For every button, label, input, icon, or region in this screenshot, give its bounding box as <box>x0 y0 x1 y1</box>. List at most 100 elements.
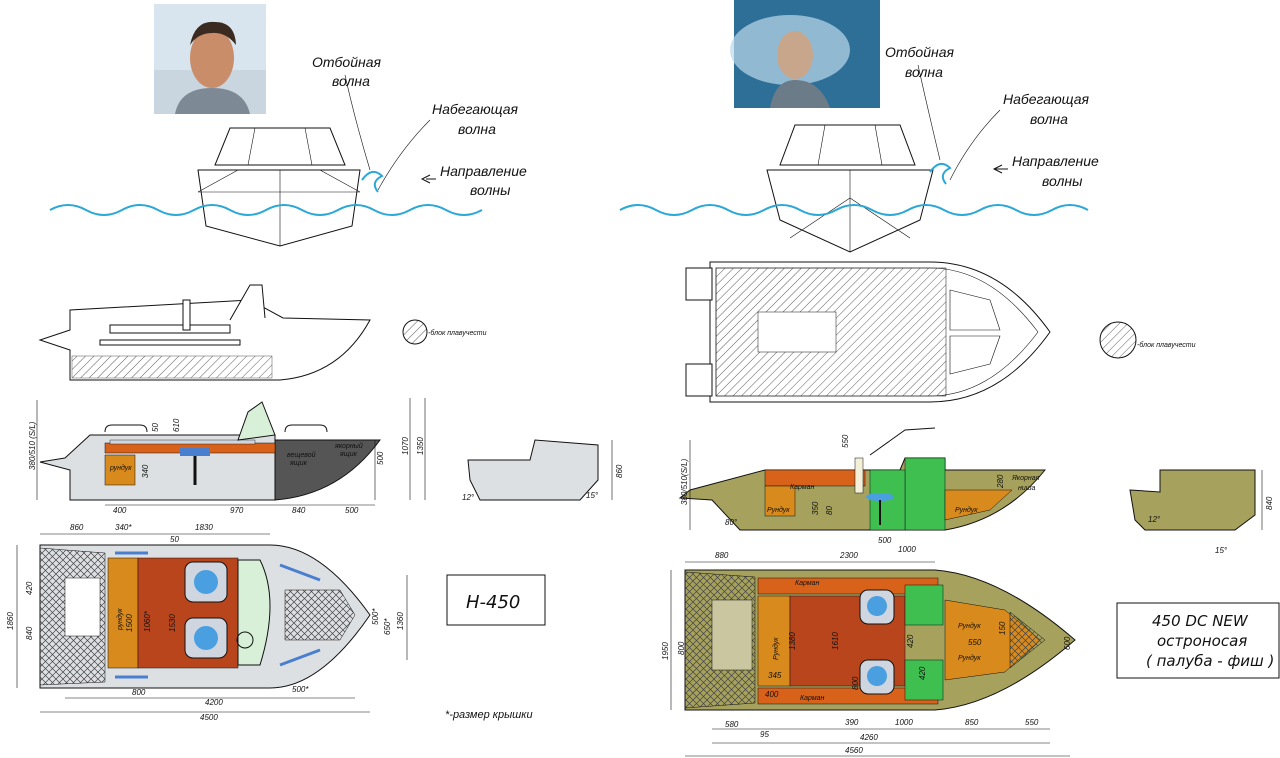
right-plan-dim-850: 850 <box>965 718 979 727</box>
right-plan-dim-345: 345 <box>768 671 782 680</box>
dim-610: 610 <box>172 418 181 432</box>
plan-dim-800: 800 <box>132 688 146 697</box>
right-plan-dim-580: 580 <box>725 720 739 729</box>
incoming-wave-label-2: волна <box>458 121 496 137</box>
right-plan-dim-1610: 1610 <box>831 632 840 650</box>
dim-400: 400 <box>113 506 127 515</box>
right-incoming-label-1: Набегающая <box>1003 91 1089 107</box>
right-plan-dim-420: 420 <box>906 634 915 648</box>
right-boat-section: Отбойная волна Набегающая волна Направле… <box>619 0 1280 757</box>
vesh-box-label-1: вещевой <box>287 451 316 459</box>
right-dim-380-510: 380/510(S/L) <box>680 458 689 505</box>
right-direction-label-1: Направление <box>1012 153 1099 169</box>
side-rundyk-left-label: Рундук <box>767 506 790 514</box>
right-dim-500: 500 <box>878 536 892 545</box>
dim-500: 500 <box>345 506 359 515</box>
direction-label-1: Направление <box>440 163 527 179</box>
plan-dim-1060: 1060* <box>143 610 152 632</box>
front-view-boat-450dc <box>766 124 934 253</box>
plan-dim-1500: 1500 <box>125 614 134 632</box>
rebound-wave-label-1: Отбойная <box>312 54 381 70</box>
right-plan-dim-800: 800 <box>677 641 686 655</box>
right-incoming-label-2: волна <box>1030 111 1068 127</box>
right-plan-dim-400: 400 <box>765 690 779 699</box>
rebound-wave-label-2: волна <box>332 73 370 89</box>
bow-rundyk-2: Рундук <box>958 654 981 662</box>
right-plan-dim-420b: 420 <box>918 666 927 680</box>
rebound-leader-line <box>344 74 371 171</box>
right-plan-dim-1000: 1000 <box>895 718 913 727</box>
side-karman-label: Карман <box>790 484 815 491</box>
front-section-450dc <box>1129 469 1263 531</box>
side-section-h450 <box>39 401 381 501</box>
plan-dim-50: 50 <box>170 535 179 544</box>
front-dim-12deg: 12° <box>462 493 475 502</box>
plan-dim-1360: 1360 <box>396 612 405 630</box>
right-dim-550: 550 <box>841 434 850 448</box>
right-plan-dim-390: 390 <box>845 718 859 727</box>
right-plan-dim-95: 95 <box>760 730 769 739</box>
plan-view-450dc <box>684 569 1076 711</box>
plan-dim-500-right: 500* <box>371 608 380 625</box>
model-name-h450: Н-450 <box>466 592 520 613</box>
splash-wave-right <box>929 162 952 185</box>
left-boat-section: Отбойная волна Набегающая волна Направле… <box>6 4 624 722</box>
splash-wave-left <box>361 170 384 193</box>
right-dim-1000: 1000 <box>898 545 916 554</box>
splashed-face-photo <box>730 0 880 108</box>
right-plan-dim-4260: 4260 <box>860 733 878 742</box>
plan-dim-4500: 4500 <box>200 713 218 722</box>
plan-dim-4200: 4200 <box>205 698 223 707</box>
front-section-h450 <box>467 439 613 501</box>
dim-1070: 1070 <box>401 437 410 455</box>
side-dims-h450 <box>36 398 426 506</box>
water-waves-right <box>619 204 1089 216</box>
plan-dim-420: 420 <box>25 581 34 595</box>
front-view-boat-h450 <box>197 127 361 247</box>
lid-size-footnote: *-размер крышки <box>445 709 533 721</box>
right-plan-dim-880: 880 <box>715 551 729 560</box>
right-rebound-label-2: волна <box>905 64 943 80</box>
anchor-box-label-2: ящик <box>339 451 358 458</box>
dim-380-510: 380/510 (S/L) <box>28 421 37 470</box>
model-subtitle-450dc: остроносая <box>1157 632 1247 650</box>
right-buoyancy-legend-label: -блок плавучести <box>1137 341 1196 349</box>
plan-dim-860: 860 <box>70 523 84 532</box>
dim-970: 970 <box>230 506 244 515</box>
bow-dim-600: 600 <box>1063 636 1072 650</box>
right-front-dim-840: 840 <box>1265 496 1274 510</box>
side-section-450dc <box>678 427 1047 531</box>
plan-dim-840: 840 <box>25 626 34 640</box>
vesh-box-label-2: ящик <box>289 460 308 467</box>
bow-dim-550: 550 <box>968 638 982 647</box>
right-front-dim-15deg: 15° <box>1215 546 1228 555</box>
right-direction-arrow <box>992 164 1008 174</box>
bow-rundyk-1: Рундук <box>958 622 981 630</box>
right-dim-80: 80 <box>825 506 834 515</box>
dim-1350: 1350 <box>416 437 425 455</box>
right-plan-dim-800-inner: 800 <box>851 676 860 690</box>
dim-340: 340 <box>141 464 150 478</box>
plan-karman-top: Карман <box>795 580 820 587</box>
model-name-450dc: 450 DC NEW <box>1152 612 1249 630</box>
plan-dim-500-bottom: 500* <box>292 685 309 694</box>
right-plan-dim-1380: 1380 <box>788 632 797 650</box>
calm-face-photo <box>154 4 266 114</box>
right-dim-280: 280 <box>996 474 1005 489</box>
incoming-wave-label-1: Набегающая <box>432 101 518 117</box>
direction-label-2: волны <box>470 182 511 198</box>
anchor-box-label-1: якорный <box>334 442 363 450</box>
right-buoyancy-legend-swatch <box>1099 321 1137 359</box>
right-plan-dim-550: 550 <box>1025 718 1039 727</box>
dim-840: 840 <box>292 506 306 515</box>
right-front-dim-12deg: 12° <box>1148 515 1161 524</box>
model-deck-450dc: ( палуба - фиш ) <box>1146 652 1274 670</box>
buoyancy-legend-label: -блок плавучести <box>428 329 487 337</box>
right-plan-dim-1950: 1950 <box>661 642 670 660</box>
right-plan-dim-2300: 2300 <box>839 551 858 560</box>
right-rebound-label-1: Отбойная <box>885 44 954 60</box>
bow-dim-150: 150 <box>998 621 1007 635</box>
front-dim-15deg: 15° <box>586 491 599 500</box>
left-rundyk-label: рундук <box>109 464 132 472</box>
